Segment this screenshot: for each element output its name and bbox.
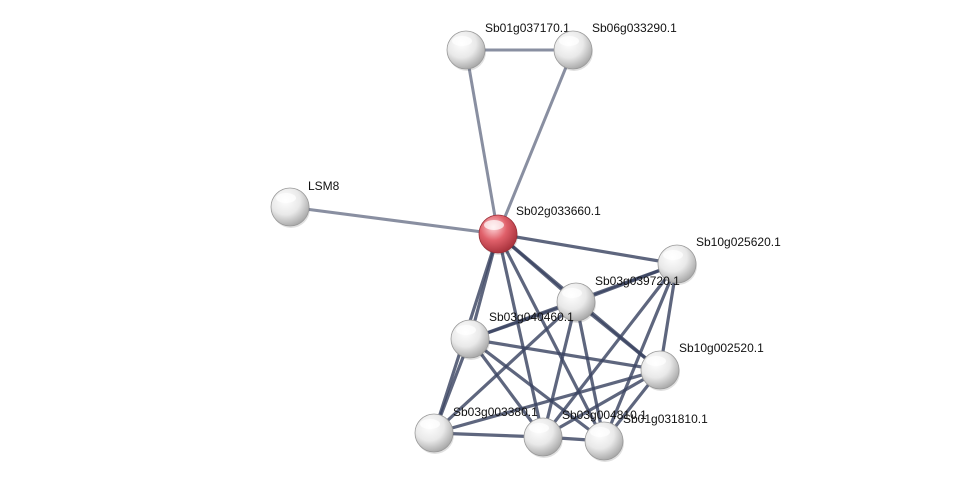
node-sb03g039720.1[interactable]: Sb03g039720.1 (556, 274, 680, 323)
edge-n_top1-n_center (464, 48, 500, 236)
node-highlight (420, 419, 440, 429)
node-sb02g033660.1[interactable]: Sb02g033660.1 (478, 204, 601, 255)
node-label: Sb03g003380.1 (453, 405, 538, 419)
node-label: Sb03g040460.1 (489, 310, 574, 324)
edge-n_002520-n_003380 (432, 368, 662, 435)
node-label: Sb06g033290.1 (592, 21, 677, 35)
node-highlight (452, 36, 472, 46)
node-highlight (663, 250, 683, 260)
node-highlight (646, 356, 666, 366)
node-sb03g040460.1[interactable]: Sb03g040460.1 (450, 310, 574, 360)
edge-n_040460-n_002520 (468, 337, 662, 372)
node-highlight (562, 288, 582, 298)
node-sb03g003380.1[interactable]: Sb03g003380.1 (414, 405, 538, 454)
node-lsm8[interactable]: LSM8 (270, 179, 340, 228)
node-sb10g025620.1[interactable]: Sb10g025620.1 (657, 235, 781, 285)
node-label: Sb02g033660.1 (516, 204, 601, 218)
node-label: Sb10g002520.1 (679, 341, 764, 355)
node-label: Sb03g004810.1 (562, 408, 647, 422)
node-sb06g033290.1[interactable]: Sb06g033290.1 (553, 21, 677, 71)
node-sb01g031810.1[interactable]: Sb01g031810.1 (584, 412, 708, 462)
node-sb01g037170.1[interactable]: Sb01g037170.1 (446, 21, 570, 71)
edge-n_002520-n_004810 (541, 368, 662, 439)
edge-n_040460-n_004810 (468, 337, 545, 439)
node-highlight (456, 325, 476, 335)
node-label: LSM8 (308, 179, 340, 193)
edge-n_lsm8-n_center (288, 205, 500, 236)
node-sb03g004810.1[interactable]: Sb03g004810.1 (523, 408, 647, 458)
node-highlight (559, 36, 579, 46)
node-layer: Sb02g033660.1 Sb01g037170.1 Sb06g033290.1L… (270, 21, 781, 462)
node-label: Sb10g025620.1 (696, 235, 781, 249)
node-label: Sb03g039720.1 (595, 274, 680, 288)
edge-n_039720-n_004810 (541, 300, 578, 439)
edge-n_039720-n_031810 (574, 300, 606, 443)
node-highlight (276, 193, 296, 203)
edge-n_center-n_10g025 (496, 232, 679, 266)
node-label: Sb01g031810.1 (623, 412, 708, 426)
node-highlight (529, 423, 549, 433)
edge-n_10g025-n_004810 (541, 262, 679, 439)
node-sb10g002520.1[interactable]: Sb10g002520.1 (640, 341, 764, 391)
edge-n_top2-n_center (496, 48, 575, 236)
edge-n_center-n_031810 (496, 232, 606, 443)
node-highlight (484, 220, 504, 230)
edge-n_040460-n_031810 (468, 337, 606, 443)
node-highlight (590, 427, 610, 437)
node-label: Sb01g037170.1 (485, 21, 570, 35)
